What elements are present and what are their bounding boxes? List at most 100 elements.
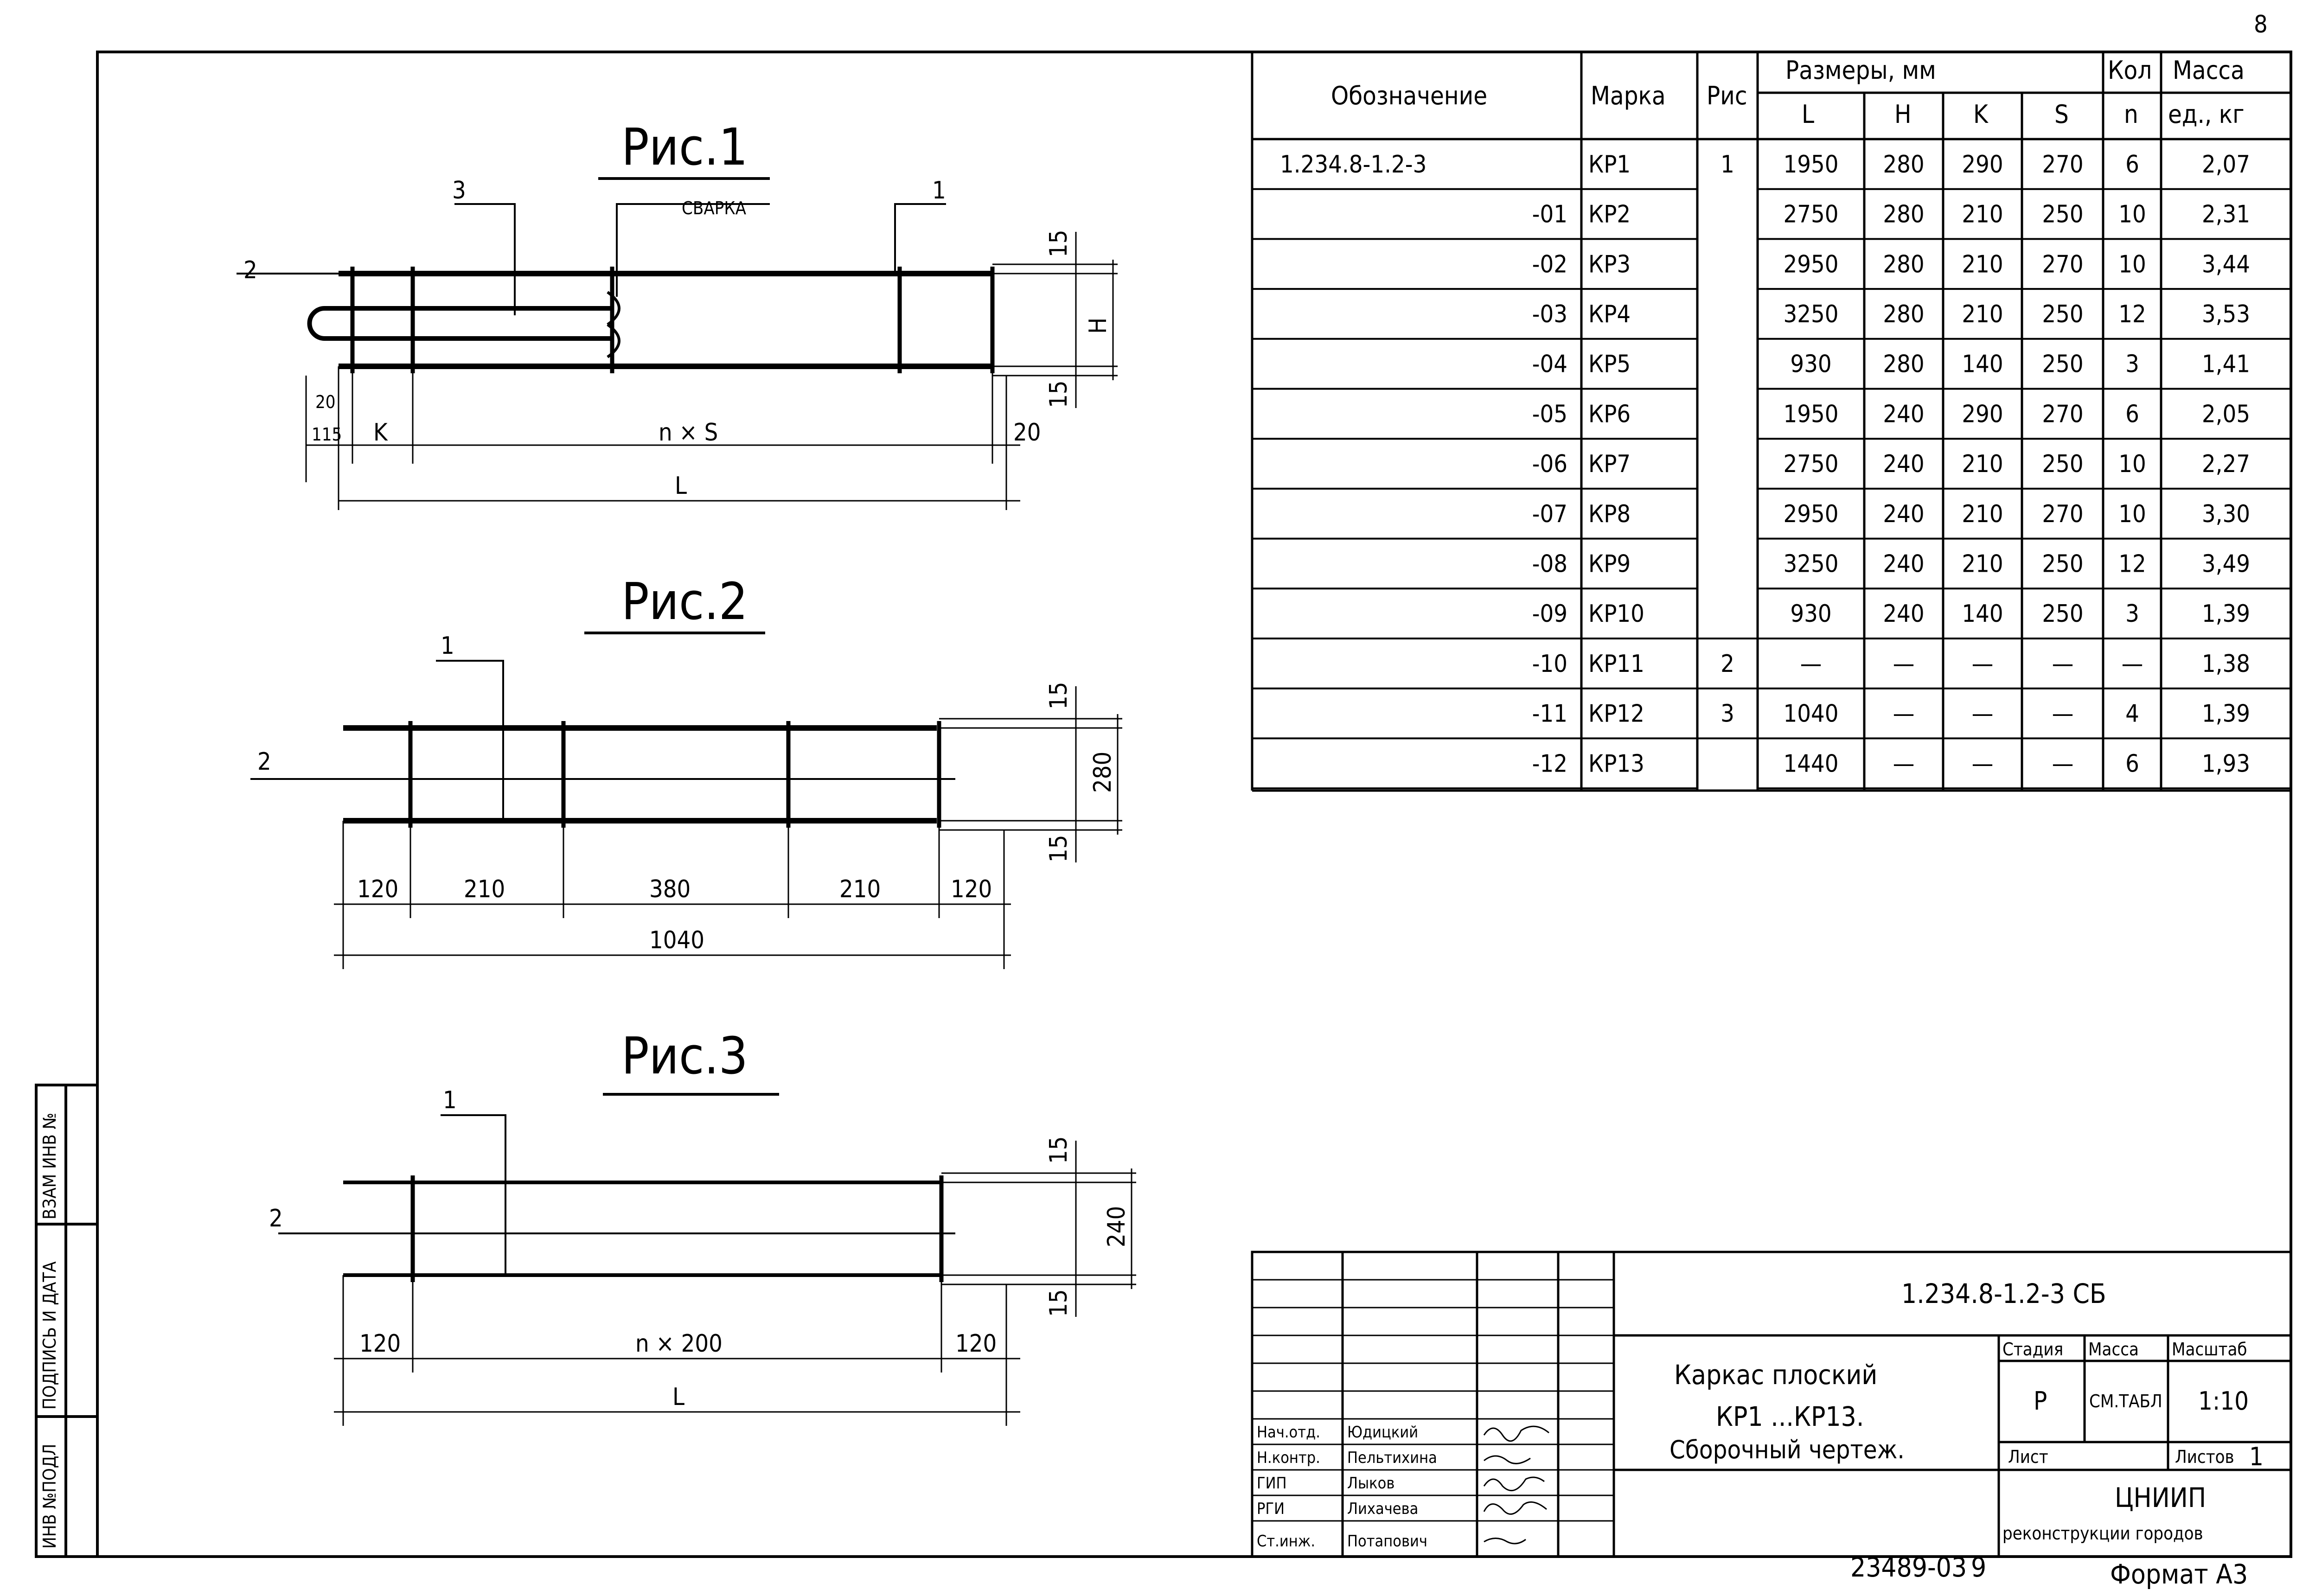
table-cell-L: 3250: [1783, 550, 1838, 578]
table-cell-n: —: [2122, 650, 2143, 678]
table-cell-n: 10: [2118, 450, 2146, 478]
figure-1-dim-k: K: [373, 419, 388, 447]
table-cell-designation: -08: [1532, 550, 1567, 578]
table-cell-S: —: [2052, 700, 2074, 728]
figure-1-dim-height: H: [1084, 318, 1112, 334]
table-cell-H: 240: [1883, 400, 1924, 428]
figure-2-dim-height: 280: [1089, 752, 1117, 793]
table-cell-mass: 1,93: [2202, 750, 2250, 778]
table-cell-S: 250: [2042, 550, 2083, 578]
table-cell-mass: 1,41: [2202, 351, 2250, 378]
figure-1-dim-total: L: [675, 472, 687, 500]
figure-2-dim-total: 1040: [649, 926, 704, 954]
figure-3-callout-2: 2: [269, 1205, 283, 1232]
table-cell-designation: -02: [1532, 250, 1567, 278]
header-S: S: [2054, 100, 2069, 129]
table-cell-designation: -07: [1532, 500, 1567, 528]
table-cell-L: 2950: [1783, 250, 1838, 278]
header-qty: Кол: [2108, 56, 2152, 85]
table-cell-S: 250: [2042, 450, 2083, 478]
table-cell-mass: 1,38: [2202, 650, 2250, 678]
figure-1-dim-left-b: 115: [312, 424, 342, 445]
table-cell-mass: 2,07: [2202, 151, 2250, 179]
header-fig: Рис: [1707, 81, 1747, 110]
table-cell-K: —: [1972, 650, 1994, 678]
side-stamp-signature: ПОДПИСЬ И ДАТА: [39, 1261, 60, 1410]
table-cell-L: 2750: [1783, 201, 1838, 229]
table-cell-L: 2750: [1783, 450, 1838, 478]
staff-name-5: Потапович: [1347, 1532, 1427, 1551]
table-cell-n: 6: [2125, 151, 2139, 179]
table-cell-fig: 1: [1721, 151, 1734, 179]
table-cell-designation: -12: [1532, 750, 1567, 778]
side-stamp-inv: ИНВ №ПОДЛ: [39, 1444, 60, 1549]
table-cell-n: 12: [2118, 550, 2146, 578]
figure-1-weld-label: СВАРКА: [682, 198, 747, 218]
format-label: Формат А3: [2110, 1558, 2248, 1590]
table-cell-mass: 3,49: [2202, 550, 2250, 578]
figure-1-callout-1: 1: [932, 177, 946, 204]
table-cell-K: 210: [1962, 250, 2003, 278]
figure-2-dim-bottom: 15: [1045, 835, 1073, 862]
table-cell-H: 240: [1883, 450, 1924, 478]
table-cell-K: 290: [1962, 400, 2003, 428]
staff-role-4: РГИ: [1257, 1500, 1285, 1518]
header-n: n: [2124, 100, 2138, 129]
table-cell-mark: КР6: [1588, 400, 1631, 428]
table-cell-K: 210: [1962, 300, 2003, 328]
header-H: H: [1894, 100, 1912, 129]
title-line-3: Сборочный чертеж.: [1669, 1435, 1905, 1464]
table-cell-mark: КР2: [1588, 201, 1631, 229]
table-cell-H: 240: [1883, 500, 1924, 528]
table-cell-L: 1950: [1783, 400, 1838, 428]
table-cell-n: 12: [2118, 300, 2146, 328]
table-cell-mark: КР1: [1588, 151, 1631, 179]
table-cell-designation: -01: [1532, 201, 1567, 229]
table-cell-designation: 1.234.8-1.2-3: [1280, 151, 1426, 179]
table-cell-mark: КР4: [1588, 300, 1631, 328]
table-cell-K: 210: [1962, 550, 2003, 578]
figure-2-callout-1: 1: [441, 632, 454, 660]
figure-3-title: Рис.3: [621, 1026, 748, 1085]
table-cell-designation: -03: [1532, 300, 1567, 328]
scale-value: 1:10: [2198, 1386, 2249, 1416]
staff-role-1: Нач.отд.: [1257, 1423, 1320, 1442]
table-cell-n: 3: [2125, 600, 2139, 628]
spec-table: Обозначение Марка Рис Размеры, мм L H K …: [1251, 52, 2291, 792]
table-cell-fig: 2: [1721, 650, 1734, 678]
table-cell-mark: КР7: [1588, 450, 1631, 478]
staff-name-3: Лыков: [1347, 1474, 1394, 1493]
figure-1: Рис.1: [237, 117, 1118, 510]
table-cell-mass: 2,05: [2202, 400, 2250, 428]
table-cell-n: 6: [2125, 750, 2139, 778]
table-cell-H: —: [1893, 750, 1915, 778]
table-cell-n: 10: [2118, 500, 2146, 528]
figure-1-dim-bottom: 15: [1045, 380, 1073, 408]
scale-label: Масштаб: [2172, 1339, 2247, 1360]
table-cell-L: 930: [1790, 600, 1831, 628]
table-cell-H: 280: [1883, 151, 1924, 179]
footer-number: 23489-03: [1850, 1551, 1967, 1583]
title-block: 1.234.8-1.2-3 СБ Каркас плоский КР1 ...К…: [1251, 1251, 2292, 1558]
table-cell-K: 210: [1962, 450, 2003, 478]
table-cell-H: 280: [1883, 250, 1924, 278]
stage-label: Стадия: [2002, 1339, 2063, 1360]
figure-2-dim-seg-5: 120: [951, 875, 992, 903]
figure-3-dim-total: L: [672, 1383, 684, 1411]
table-cell-K: 210: [1962, 201, 2003, 229]
table-cell-K: 210: [1962, 500, 2003, 528]
side-stamp-replace: ВЗАМ ИНВ №: [39, 1113, 60, 1219]
signatures: [1483, 1425, 1549, 1545]
table-cell-H: 280: [1883, 300, 1924, 328]
figure-2-dim-seg-2: 210: [464, 875, 505, 903]
table-cell-mark: КР13: [1588, 750, 1644, 778]
figure-1-dim-top: 15: [1045, 230, 1073, 257]
title-line-2: КР1 ...КР13.: [1716, 1401, 1864, 1432]
staff-name-4: Лихачева: [1347, 1500, 1418, 1518]
